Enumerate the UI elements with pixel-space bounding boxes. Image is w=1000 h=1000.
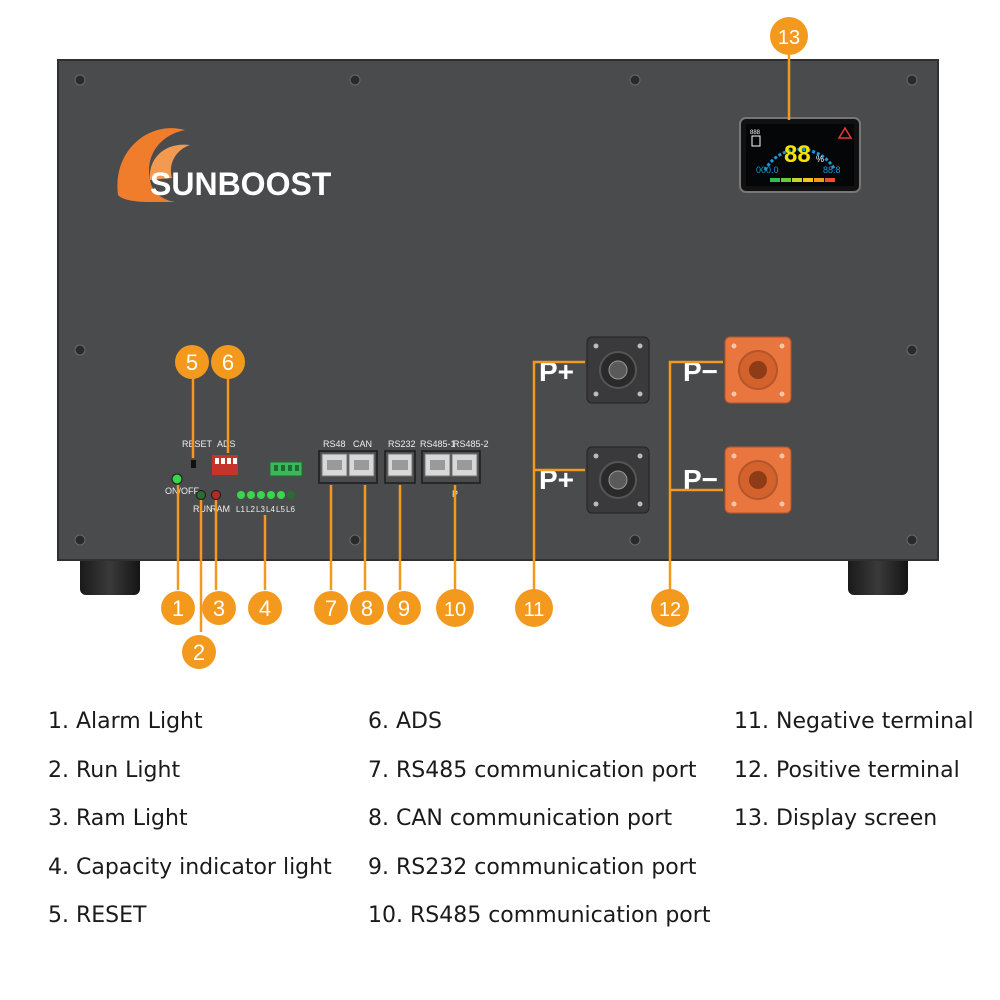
legend-item-rs232-port: 9. RS232 communication port [368,854,697,880]
svg-text:6: 6 [222,350,234,375]
label-rs48: RS48 [323,439,346,449]
negative-terminal-1[interactable] [724,336,792,404]
left-foot [80,555,140,595]
svg-text:8: 8 [361,596,373,621]
svg-text:7: 7 [325,596,337,621]
legend-item-positive-terminal: 12. Positive terminal [734,757,960,783]
battery-diagram: SUNBOOST 88 % 000.0 88.8 888 RESET ADS O… [57,17,939,669]
label-rs485-2: RS485-2 [453,439,489,449]
marker-10: 10 [436,589,474,627]
alarm-light [171,473,183,485]
svg-text:10: 10 [444,599,466,621]
capacity-light-3 [257,491,265,499]
negative-terminal-2[interactable] [724,446,792,514]
marker-12: 12 [651,589,689,627]
label-rs232: RS232 [388,439,416,449]
legend-item-display-screen: 13. Display screen [734,806,938,831]
svg-text:9: 9 [398,596,410,621]
marker-2: 2 [182,635,216,669]
positive-terminal-2[interactable] [586,446,650,514]
legend-item-reset: 5. RESET [48,903,147,928]
svg-text:1: 1 [172,596,184,621]
label-rs485-1: RS485-1 [420,439,456,449]
label-p-plus-1: P+ [539,356,574,387]
display-level-bar [770,178,835,182]
legend-column-1: 1. Alarm Light 2. Run Light 3. Ram Light… [48,700,332,943]
display-unit: % [816,154,824,164]
label-l5: L5 [276,505,285,514]
capacity-lights: L1 L2 L3 L4 L5 L6 [236,491,295,514]
legend-item-can-port: 8. CAN communication port [368,806,673,831]
comm-ports: RS48 CAN RS232 RS485-1 RS485-2 P [318,439,489,499]
svg-text:12: 12 [659,599,681,621]
panel-screws [74,74,918,546]
capacity-light-4 [267,491,275,499]
legend-item-run-light: 2. Run Light [48,757,181,783]
legend-item-rs485-port-2: 10. RS485 communication port [368,903,711,928]
legend-item-negative-terminal: 11. Negative terminal [734,709,974,734]
brand-name: SUNBOOST [150,166,332,202]
marker-13: 13 [770,17,808,55]
legend-item-ram-light: 3. Ram Light [48,806,188,831]
marker-8: 8 [350,591,384,625]
label-ads: ADS [217,439,236,449]
label-l2: L2 [246,505,255,514]
marker-7: 7 [314,591,348,625]
legend-column-2: 6. ADS 7. RS485 communication port 8. CA… [368,700,710,943]
sunboost-logo: SUNBOOST [117,128,332,202]
capacity-light-2 [247,491,255,499]
warning-icon [837,126,853,139]
label-l6: L6 [286,505,295,514]
label-p-minus-1: P− [683,356,718,387]
svg-text:11: 11 [524,599,545,621]
svg-text:2: 2 [193,640,205,665]
label-run: RUN [193,504,213,514]
run-light [196,490,206,500]
legend-item-ads: 6. ADS [368,709,442,734]
label-l1: L1 [236,505,245,514]
legend-item-capacity-light: 4. Capacity indicator light [48,854,332,880]
legend-column-3: 11. Negative terminal 12. Positive termi… [734,700,974,846]
label-can: CAN [353,439,372,449]
marker-6: 6 [211,345,245,379]
capacity-light-5 [277,491,285,499]
display-top-left: 888 [750,130,761,136]
capacity-light-1 [237,491,245,499]
positive-terminal-1[interactable] [586,336,650,404]
svg-text:4: 4 [259,596,271,621]
label-l3: L3 [256,505,265,514]
marker-4: 4 [248,591,282,625]
display-left-reading: 000.0 [756,165,779,175]
label-reset: RESET [182,439,213,449]
display-value: 88 [784,141,811,168]
svg-text:3: 3 [213,596,225,621]
capacity-light-6 [287,491,295,499]
marker-5: 5 [175,345,209,379]
marker-1: 1 [161,591,195,625]
svg-text:5: 5 [186,350,198,375]
reset-button[interactable] [191,460,196,468]
label-p-plus-2: P+ [539,464,574,495]
marker-11: 11 [515,589,553,627]
marker-9: 9 [387,591,421,625]
legend-item-rs485-port: 7. RS485 communication port [368,757,697,783]
label-l4: L4 [266,505,275,514]
control-area: RESET ADS ON/OFF RUN RAM L1 L2 L3 L4 L5 … [165,439,303,514]
display-screen: 88 % 000.0 88.8 888 [739,117,861,193]
callout-lines [176,52,791,632]
ram-light [211,490,221,500]
label-on-off: ON/OFF [165,486,199,496]
callout-markers: 1 2 3 4 5 6 7 8 9 10 11 12 13 [161,17,808,669]
label-ram: RAM [210,504,230,514]
right-foot [848,555,908,595]
svg-text:13: 13 [778,27,800,49]
legend-item-alarm-light: 1. Alarm Light [48,709,203,734]
marker-3: 3 [202,591,236,625]
display-right-reading: 88.8 [823,165,841,175]
